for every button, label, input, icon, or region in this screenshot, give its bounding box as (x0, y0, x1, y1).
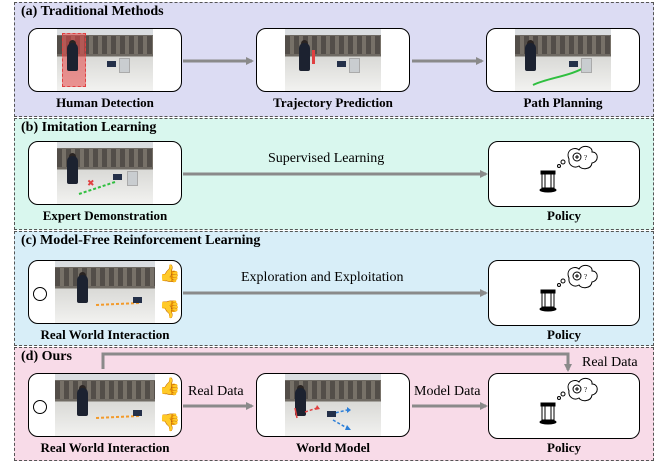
edge-label: Real Data (188, 384, 244, 399)
robot-icon: ? (539, 377, 598, 425)
real-world-interaction-card: 👍 👎 (28, 373, 182, 437)
edge-label: Model Data (414, 384, 481, 399)
svg-text:?: ? (584, 386, 587, 394)
policy-label: Policy (547, 440, 581, 455)
step-label: Path Planning (523, 95, 603, 110)
trajectory-prediction-card (256, 28, 410, 92)
expert-demonstration-card: ✖ (28, 141, 182, 205)
steering-wheel-icon (33, 287, 47, 301)
thumbs-down-icon: 👎 (159, 300, 181, 319)
policy-card: ? (488, 373, 640, 439)
policy-label: Policy (547, 327, 581, 342)
planned-path (532, 64, 590, 86)
robot-icon: ? (539, 145, 598, 193)
thought-bubble-icon (567, 377, 598, 402)
step-label: Human Detection (56, 95, 154, 110)
panel-title: (c) Model-Free Reinforcement Learning (21, 233, 261, 248)
edge-label: Real Data (582, 355, 638, 370)
interaction-path (94, 302, 140, 306)
edge-label: Exploration and Exploitation (241, 270, 404, 285)
model-predictions (294, 405, 351, 430)
source-label: Real World Interaction (40, 327, 170, 342)
thought-bubble-icon (567, 264, 598, 289)
human-detection-card (28, 28, 182, 92)
step-label: Trajectory Prediction (273, 95, 393, 110)
svg-text:✖: ✖ (87, 178, 95, 188)
thumbs-down-icon: 👎 (159, 413, 181, 432)
policy-card: ? (488, 260, 640, 326)
thought-bubble-icon (567, 145, 598, 170)
real-world-interaction-card: 👍 👎 (28, 260, 182, 324)
scene-photo: ✖ (57, 142, 153, 204)
scene-photo (57, 29, 153, 91)
policy-label: Policy (547, 208, 581, 223)
scene-photo (285, 29, 381, 91)
scene-photo (55, 261, 155, 323)
svg-text:?: ? (584, 273, 587, 281)
scene-photo (55, 374, 155, 436)
world-model-card (256, 373, 410, 437)
scene-photo (285, 374, 381, 436)
panel-title: (a) Traditional Methods (21, 4, 164, 19)
edge-label: Supervised Learning (268, 151, 385, 166)
source-label: Real World Interaction (40, 440, 170, 455)
expert-path: ✖ (78, 178, 116, 195)
steering-wheel-icon (33, 400, 47, 414)
path-planning-card (486, 28, 640, 92)
panel-title: (d) Ours (21, 349, 72, 364)
predicted-trajectory (312, 50, 315, 65)
scene-photo (515, 29, 611, 91)
thumbs-up-icon: 👍 (159, 264, 181, 283)
interaction-path (94, 415, 140, 419)
robot-icon: ? (539, 264, 598, 312)
source-label: Expert Demonstration (42, 208, 168, 223)
panel-title: (b) Imitation Learning (21, 120, 157, 135)
thumbs-up-icon: 👍 (159, 377, 181, 396)
world-model-label: World Model (295, 440, 371, 455)
svg-text:?: ? (584, 154, 587, 162)
policy-card: ? (488, 141, 640, 207)
